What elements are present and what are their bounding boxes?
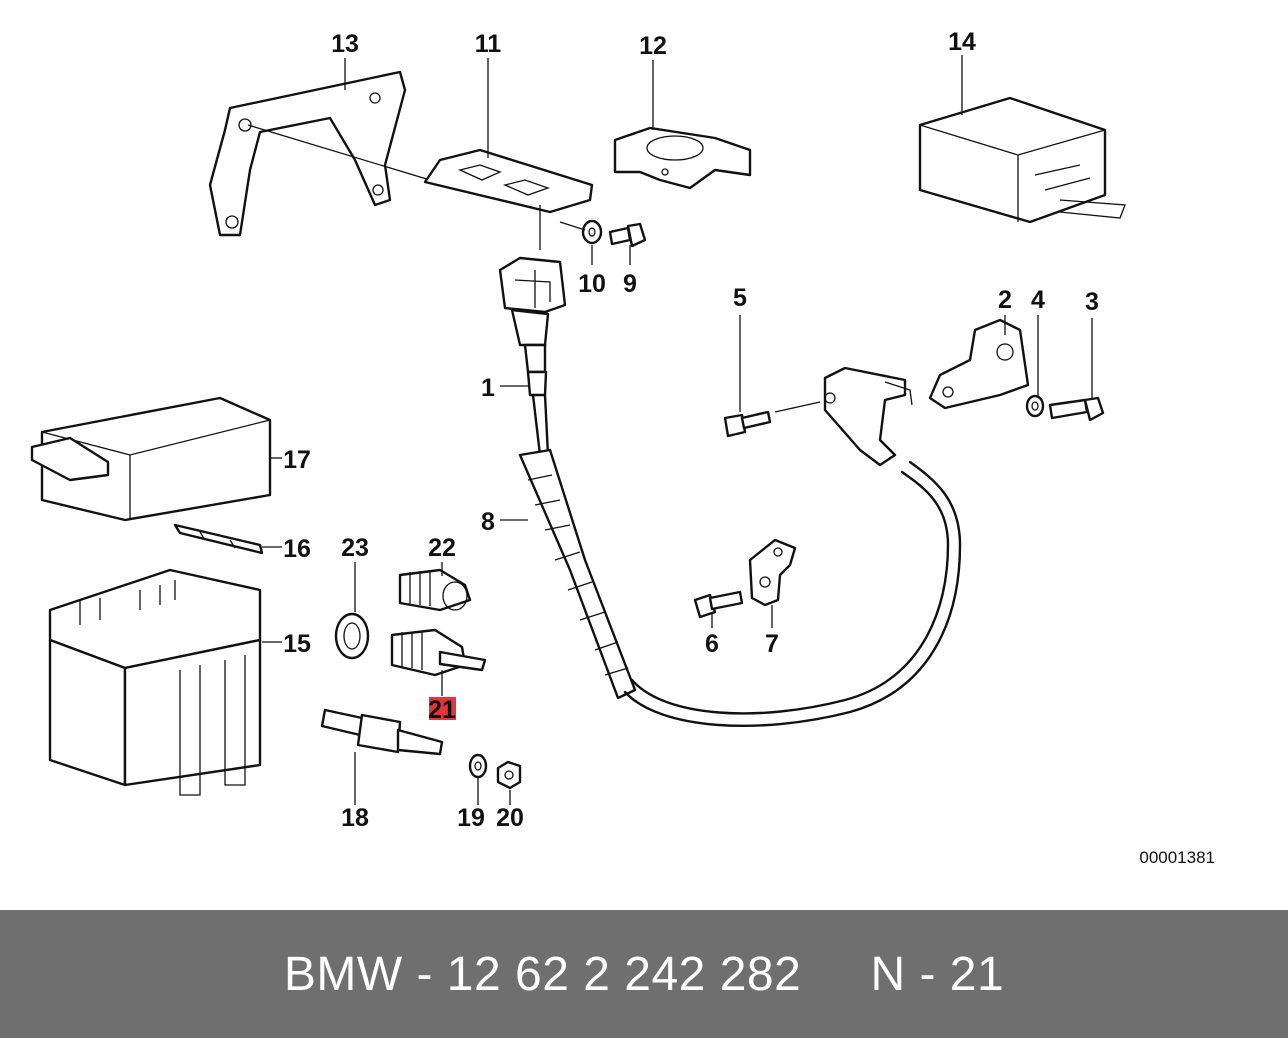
label-9: 9 (623, 270, 637, 298)
part-4-washer (1025, 394, 1045, 418)
label-21-highlighted: 21 (428, 696, 456, 724)
part-number-caption: BMW - 12 62 2 242 282 N - 21 (283, 947, 1005, 1001)
part-6-bolt (693, 590, 744, 619)
label-23: 23 (341, 534, 369, 562)
part-7-bracket (748, 538, 797, 607)
label-12: 12 (639, 32, 667, 60)
part-15-box (48, 568, 262, 796)
crankshaft-sensor (823, 366, 913, 467)
part-18-glow-plug (320, 708, 444, 756)
label-19: 19 (457, 804, 485, 832)
footer-bar: BMW - 12 62 2 242 282 N - 21 (0, 910, 1288, 1038)
label-11: 11 (475, 30, 502, 58)
part-17-cover (30, 396, 272, 522)
part-23-ring (334, 612, 370, 660)
highlight-box (429, 697, 456, 720)
label-15: 15 (283, 630, 311, 658)
part-16-gasket (173, 523, 264, 555)
label-13: 13 (331, 30, 359, 58)
label-2: 2 (998, 286, 1012, 314)
label-6: 6 (705, 630, 719, 658)
label-16: 16 (283, 535, 311, 563)
parts-diagram: 13 11 12 14 10 9 1 5 2 4 3 17 8 16 23 22… (30, 28, 1215, 867)
part-14-relay (918, 96, 1126, 224)
part-21-sensor (390, 628, 487, 677)
label-3: 3 (1085, 288, 1099, 316)
label-22: 22 (428, 534, 456, 562)
part-2-bracket (928, 318, 1030, 410)
part-9-bolt (559, 221, 647, 248)
part-labels: 13 11 12 14 10 9 1 5 2 4 3 17 8 16 23 22… (283, 28, 1099, 832)
label-8: 8 (481, 508, 495, 536)
part-1-connector (498, 256, 567, 397)
part-3-bolt (1048, 396, 1105, 422)
label-14: 14 (948, 28, 976, 56)
label-4: 4 (1031, 286, 1045, 314)
part-5-screw (723, 401, 821, 438)
label-20: 20 (496, 804, 524, 832)
leader-lines (262, 55, 1093, 805)
part-13-bracket (208, 70, 431, 237)
label-18: 18 (341, 804, 369, 832)
part-20-nut (496, 760, 522, 790)
label-1: 1 (481, 374, 495, 402)
reference-number: 00001381 (1139, 848, 1215, 867)
part-10-washer (581, 219, 603, 245)
part-8-cable (518, 393, 962, 727)
part-12-holder (613, 126, 752, 190)
label-17: 17 (283, 446, 311, 474)
part-19-washer (468, 753, 488, 779)
label-10: 10 (578, 270, 606, 298)
label-7: 7 (765, 630, 779, 658)
part-11-plate (423, 148, 594, 250)
label-5: 5 (733, 284, 747, 312)
part-22-sensor (398, 568, 472, 612)
